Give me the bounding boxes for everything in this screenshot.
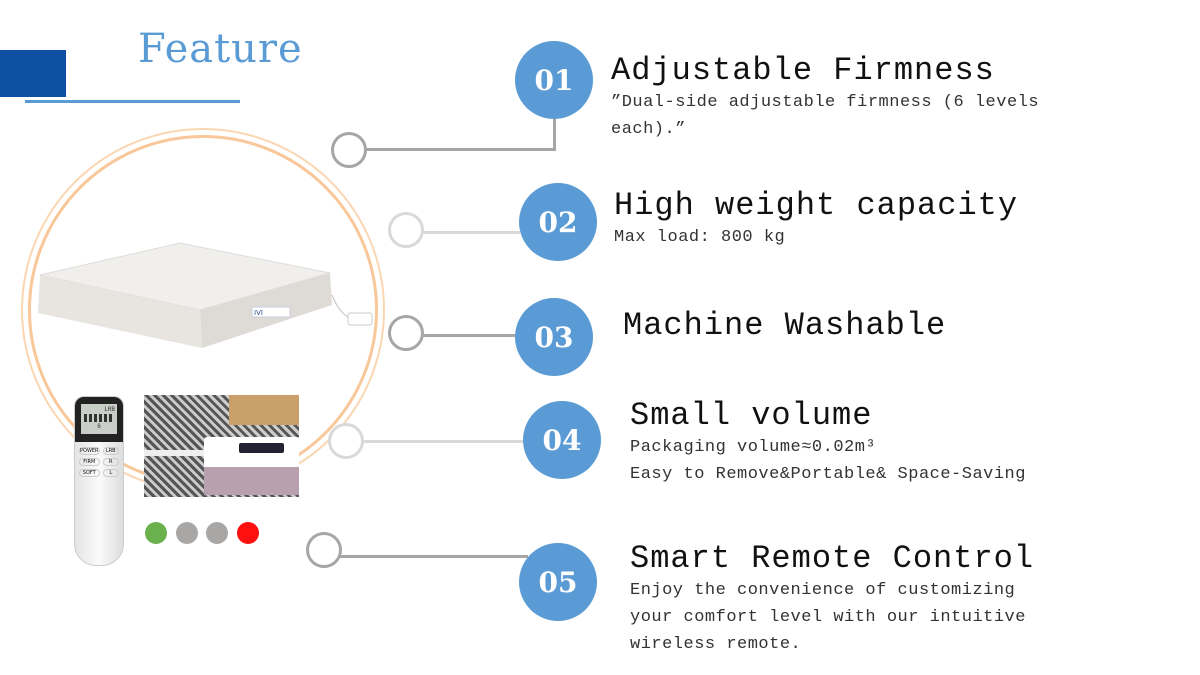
feature-weight-capacity: High weight capacity Max load: 800 kg	[614, 187, 1018, 251]
feature-number-badge: 05	[519, 543, 597, 621]
connector-line	[360, 440, 526, 443]
connector-line	[420, 231, 520, 234]
feature-adjustable-firmness: Adjustable Firmness ”Dual-side adjustabl…	[611, 52, 1039, 143]
mattress-image: IVI	[38, 242, 373, 348]
remote-button-power: POWER	[79, 447, 100, 455]
feature-smart-remote: Smart Remote Control Enjoy the convenien…	[630, 540, 1034, 658]
remote-control-image: LRB 6 POWER LRB FIRM R SOFT L	[74, 396, 124, 566]
mattress-brand-logo: IVI	[254, 309, 263, 317]
connector-ring	[328, 423, 364, 459]
feature-title: High weight capacity	[614, 187, 1019, 224]
connector-ring	[388, 212, 424, 248]
feature-title: Adjustable Firmness	[611, 52, 995, 89]
feature-title: Machine Washable	[623, 307, 947, 344]
feature-description: Enjoy the convenience of customizing	[630, 581, 1016, 600]
feature-description: Packaging volume≈0.02m³	[630, 438, 877, 457]
remote-display-label: LRB	[104, 406, 115, 413]
color-option-red	[237, 522, 259, 544]
connector-line	[420, 334, 518, 337]
color-option-gray	[176, 522, 198, 544]
remote-button-soft: SOFT	[79, 469, 100, 477]
remote-display-level: 6	[97, 423, 101, 430]
remote-button-lrb: LRB	[102, 447, 119, 455]
feature-number-badge: 02	[519, 183, 597, 261]
connector-line	[365, 148, 555, 151]
feature-number-badge: 03	[515, 298, 593, 376]
connector-ring	[388, 315, 424, 351]
page-title: Feature	[138, 26, 303, 72]
feature-small-volume: Small volume Packaging volume≈0.02m³ Eas…	[630, 397, 1026, 488]
feature-machine-washable: Machine Washable	[623, 307, 946, 344]
feature-title: Smart Remote Control	[630, 540, 1035, 577]
control-box-image	[144, 395, 299, 497]
feature-description: ”Dual-side adjustable firmness (6 levels	[611, 93, 1040, 112]
color-option-green	[145, 522, 167, 544]
connector-ring	[306, 532, 342, 568]
accent-block	[0, 50, 66, 97]
feature-number-badge: 04	[523, 401, 601, 479]
feature-description: wireless remote.	[630, 635, 802, 654]
connector-ring	[331, 132, 367, 168]
feature-description: Max load: 800 kg	[614, 228, 786, 247]
remote-button-l: L	[102, 469, 119, 477]
feature-description: each).”	[611, 120, 686, 139]
feature-number-badge: 01	[515, 41, 593, 119]
connector-line	[553, 118, 556, 151]
feature-description: Easy to Remove&Portable& Space-Saving	[630, 465, 1026, 484]
feature-description: your comfort level with our intuitive	[630, 608, 1026, 627]
feature-title: Small volume	[630, 397, 873, 434]
color-option-gray	[206, 522, 228, 544]
remote-button-firm: FIRM	[79, 458, 100, 466]
connector-line	[338, 555, 528, 558]
remote-button-r: R	[102, 458, 119, 466]
level-bars	[84, 414, 114, 422]
title-underline	[25, 100, 240, 103]
